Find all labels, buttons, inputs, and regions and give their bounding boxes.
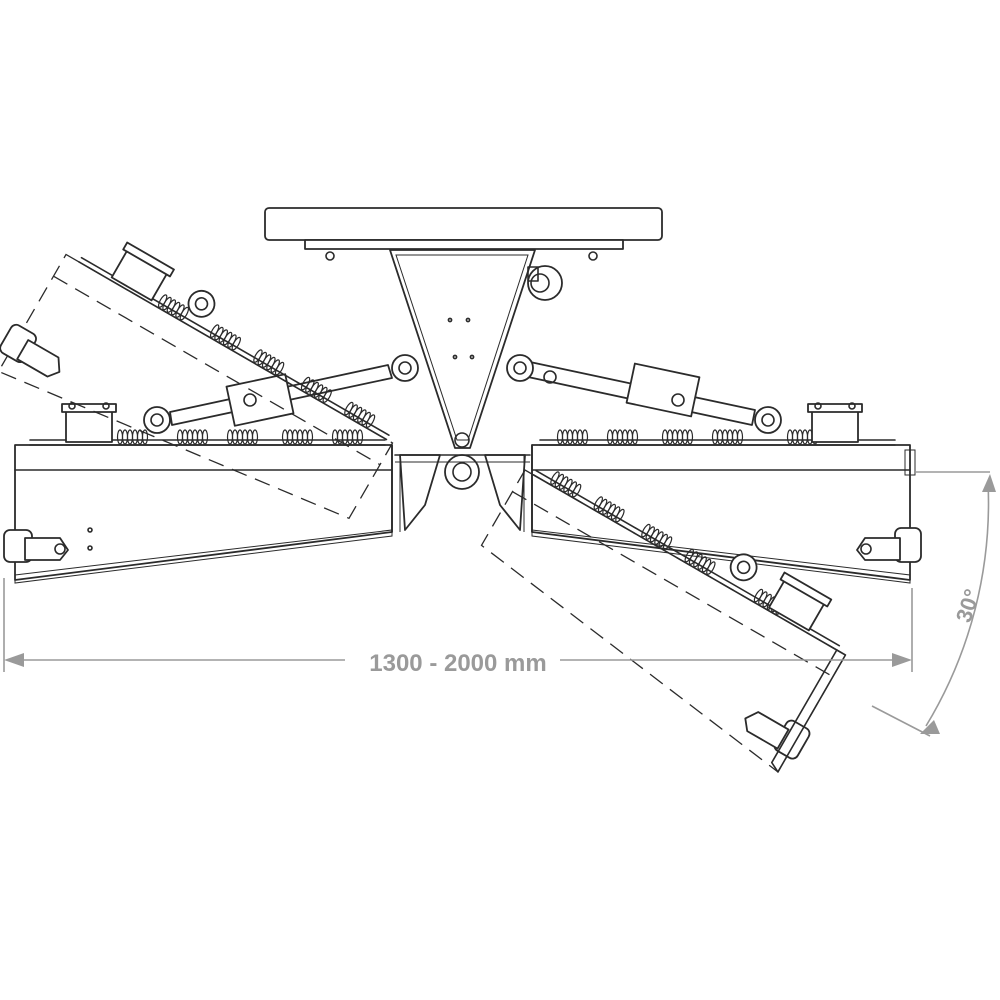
width-dimension: 1300 - 2000 mm bbox=[3, 578, 913, 677]
left-link-arm bbox=[169, 354, 419, 427]
right-arrowhead bbox=[892, 653, 912, 667]
right-arm-lowered bbox=[480, 469, 847, 773]
left-arm-raised bbox=[0, 241, 394, 520]
mounting-plate bbox=[264, 207, 663, 261]
locking-pin bbox=[527, 265, 563, 301]
width-label: 1300 - 2000 mm bbox=[369, 650, 546, 677]
right-arm-horizontal bbox=[523, 402, 922, 584]
angle-top-arrowhead bbox=[982, 474, 996, 492]
angle-bottom-arrowhead bbox=[920, 720, 940, 734]
left-arrowhead bbox=[4, 653, 24, 667]
right-link-arm bbox=[506, 354, 756, 426]
central-hub bbox=[394, 432, 531, 531]
left-arm-horizontal bbox=[3, 402, 401, 584]
central-triangular-frame bbox=[389, 249, 536, 449]
